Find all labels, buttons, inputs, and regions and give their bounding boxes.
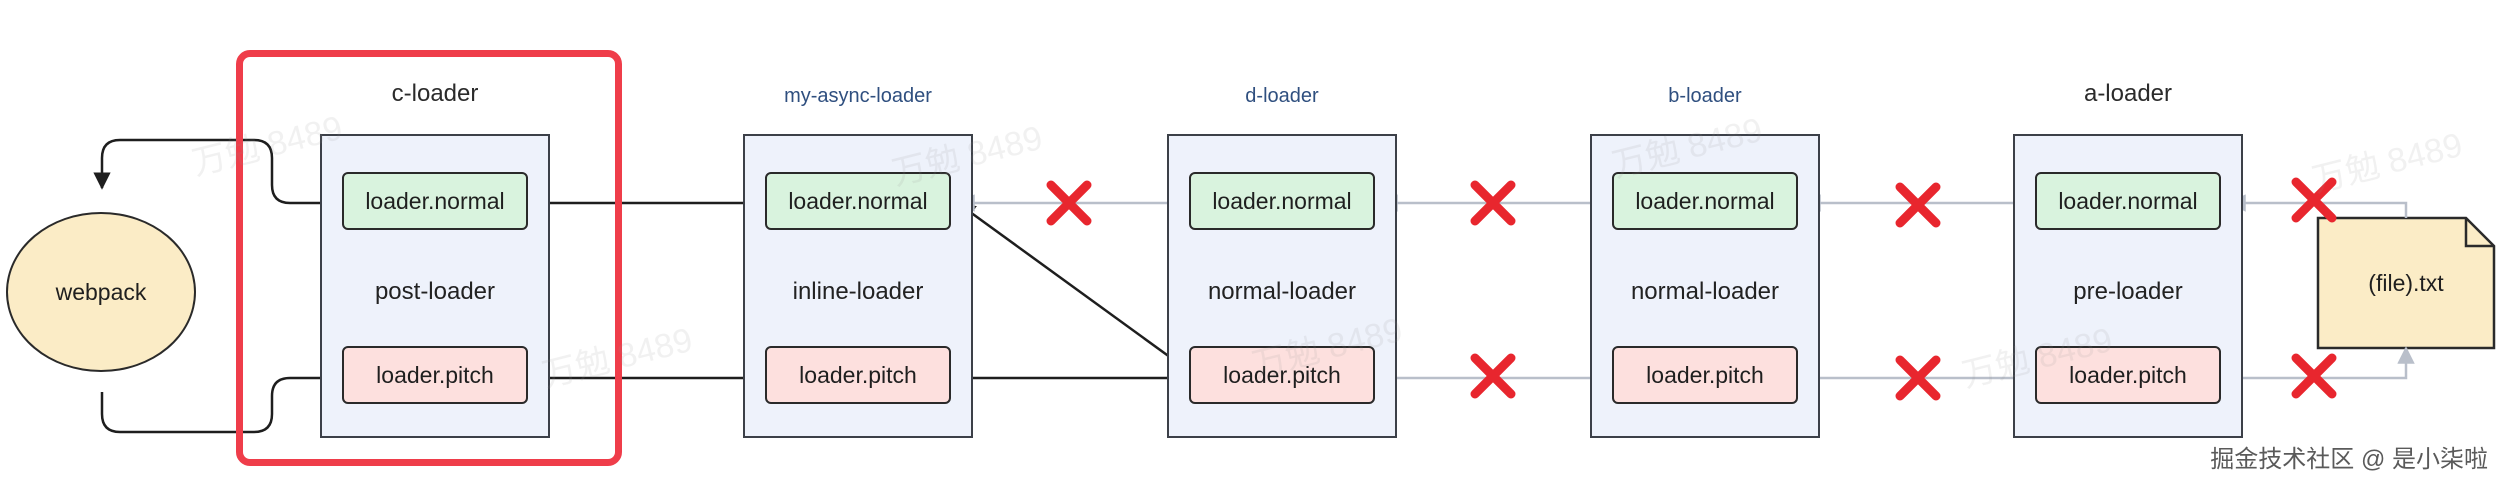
arrow-c-normal-to-webpack	[93, 138, 340, 205]
file-document-shape	[2316, 216, 2496, 350]
loader-normal-box: loader.normal	[765, 172, 951, 230]
loader-kind-label: normal-loader	[1207, 278, 1357, 305]
panel-d-loader: loader.normal normal-loader loader.pitch	[1167, 134, 1397, 438]
panel-b-loader: loader.normal normal-loader loader.pitch	[1590, 134, 1820, 438]
file-label: (file).txt	[2368, 269, 2444, 296]
blocked-cross-icon	[1895, 355, 1941, 401]
arrow-file-to-a-normal	[2228, 194, 2408, 218]
arrow-a-pitch-to-file	[2226, 346, 2415, 380]
loader-pitch-box: loader.pitch	[2035, 346, 2221, 404]
loader-pitch-box: loader.pitch	[1189, 346, 1375, 404]
loader-kind-label: normal-loader	[1630, 278, 1780, 305]
webpack-node: webpack	[6, 212, 196, 372]
loader-pitch-box: loader.pitch	[765, 346, 951, 404]
panel-title-my-async-loader: my-async-loader	[784, 85, 932, 107]
loader-normal-box: loader.normal	[1612, 172, 1798, 230]
loader-pitch-box: loader.pitch	[342, 346, 528, 404]
panel-my-async-loader: loader.normal inline-loader loader.pitch	[743, 134, 973, 438]
blocked-cross-icon	[2291, 353, 2337, 399]
webpack-label: webpack	[55, 278, 147, 305]
loader-kind-label: inline-loader	[792, 278, 924, 305]
loader-kind-label: post-loader	[374, 278, 496, 305]
panel-c-loader: loader.normal post-loader loader.pitch	[320, 134, 550, 438]
blocked-cross-icon	[1895, 182, 1941, 228]
blocked-cross-icon	[2291, 177, 2337, 223]
blocked-cross-icon	[1470, 353, 1516, 399]
loader-normal-box: loader.normal	[1189, 172, 1375, 230]
loader-normal-box: loader.normal	[2035, 172, 2221, 230]
panel-a-loader: loader.normal pre-loader loader.pitch	[2013, 134, 2243, 438]
loader-kind-label: pre-loader	[2073, 278, 2183, 305]
loader-pitch-box: loader.pitch	[1612, 346, 1798, 404]
panel-title-c-loader: c-loader	[391, 80, 479, 107]
panel-title-d-loader: d-loader	[1245, 85, 1319, 107]
footer-credit: 掘金技术社区 @ 是小柒啦	[2210, 446, 2488, 473]
highlight-frame	[236, 50, 622, 466]
arrow-webpack-to-c-pitch	[100, 369, 340, 434]
loader-normal-box: loader.normal	[342, 172, 528, 230]
panel-title-b-loader: b-loader	[1668, 85, 1742, 107]
file-node: (file).txt	[2318, 218, 2494, 348]
blocked-cross-icon	[1470, 180, 1516, 226]
arrow-d-pitch-to-my-normal	[957, 202, 1186, 370]
blocked-cross-icon	[1046, 180, 1092, 226]
panel-title-a-loader: a-loader	[2083, 80, 2173, 107]
